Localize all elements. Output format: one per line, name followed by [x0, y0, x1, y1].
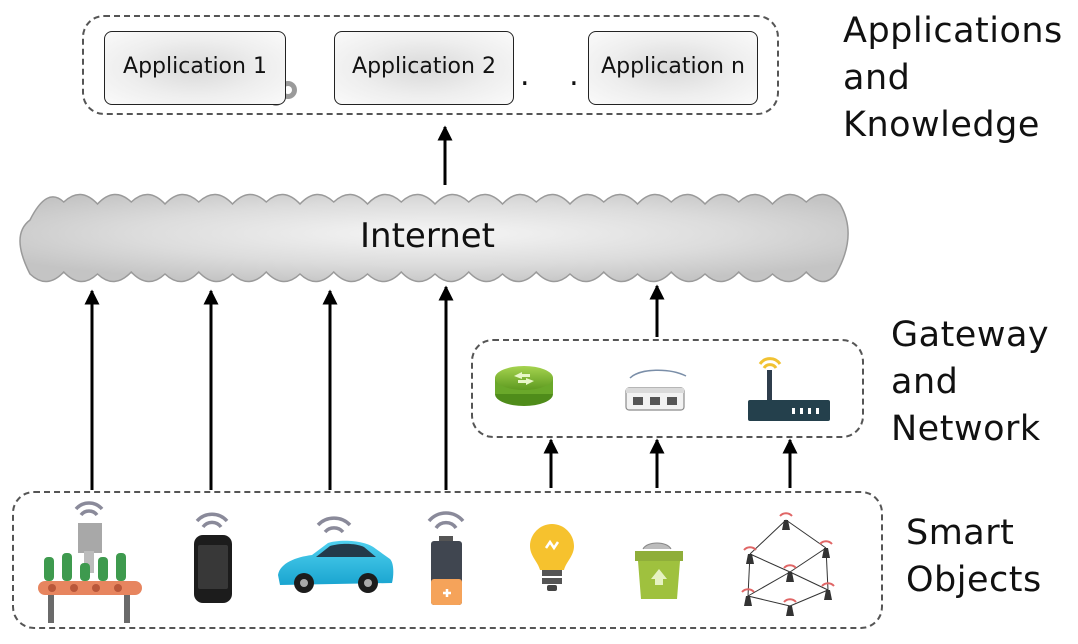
- application-n-label: Application n: [601, 54, 745, 79]
- wifi-router-icon: [748, 357, 830, 421]
- trash-bin-icon: [635, 542, 683, 599]
- gateway-label-line-2: and: [891, 362, 959, 402]
- application-n-box[interactable]: Application n: [588, 31, 758, 105]
- sensor-network-icon: [741, 512, 835, 616]
- router-icon: [495, 366, 553, 406]
- applications-box: [82, 15, 779, 115]
- smart-objects-label-line-1: Smart: [906, 513, 1015, 553]
- smartphone-icon: [194, 512, 232, 603]
- application-1-box[interactable]: Application 1: [104, 31, 286, 105]
- application-2-label: Application 2: [352, 54, 496, 79]
- applications-layer-label: Applications and Knowledge: [843, 8, 1063, 149]
- gateway-box: [471, 339, 864, 438]
- applications-label-line-2: and: [843, 58, 911, 98]
- internet-label: Internet: [360, 216, 496, 256]
- car-icon: [278, 516, 394, 593]
- smart-objects-layer-label: Smart Objects: [906, 510, 1042, 604]
- object-to-gateway-arrows: [543, 438, 798, 488]
- internet-cloud-shape: [19, 193, 849, 283]
- gateway-label-line-3: Network: [891, 409, 1041, 449]
- network-switch-icon: [625, 369, 687, 411]
- object-to-internet-arrows: [84, 285, 454, 490]
- application-2-box[interactable]: Application 2: [334, 31, 514, 105]
- smart-objects-box: [12, 491, 883, 629]
- factory-bottling-icon: [38, 501, 142, 623]
- smart-objects-label-line-2: Objects: [906, 560, 1042, 600]
- applications-label-line-3: Knowledge: [843, 105, 1040, 145]
- gateway-layer-label: Gateway and Network: [891, 312, 1049, 453]
- application-1-label: Application 1: [123, 54, 267, 79]
- gateway-label-line-1: Gateway: [891, 315, 1050, 355]
- applications-label-line-1: Applications: [843, 11, 1063, 51]
- internet-cloud: [19, 193, 849, 283]
- battery-icon: [427, 511, 465, 605]
- lightbulb-icon: [530, 524, 574, 591]
